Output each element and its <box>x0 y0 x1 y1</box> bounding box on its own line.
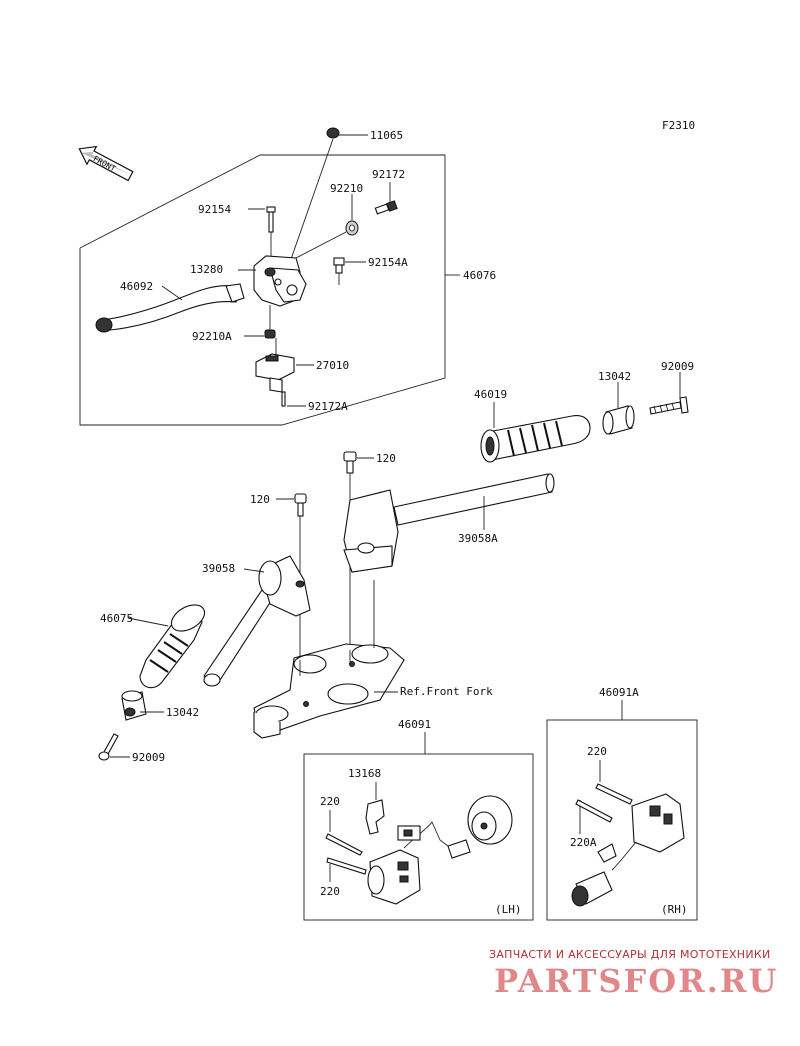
label-46091A: 46091A <box>599 686 639 699</box>
clutch-lever-46092 <box>95 283 245 333</box>
lh-switch-housing <box>367 795 513 905</box>
label-92172A: 92172A <box>308 400 348 413</box>
clutch-lever-group: 11065 92172 92210 92154 92154A <box>79 127 496 426</box>
screw-92172a <box>281 391 286 407</box>
label-13280: 13280 <box>190 263 223 276</box>
bar-end-weight-13042-right <box>602 405 635 435</box>
nut-92210a <box>264 329 276 339</box>
screw-220-b <box>326 857 367 875</box>
label-46092: 46092 <box>120 280 153 293</box>
label-ref-front-fork: Ref.Front Fork <box>400 685 493 698</box>
label-46091: 46091 <box>398 718 431 731</box>
cap-11065 <box>326 127 340 139</box>
bolt-120-left <box>294 493 307 517</box>
assembly-box-46076 <box>79 154 446 426</box>
label-13042-right: 13042 <box>598 370 631 383</box>
rh-switch-housing <box>571 793 685 907</box>
bracket-13168 <box>365 799 385 835</box>
label-11065: 11065 <box>370 129 403 142</box>
lever-holder-13280 <box>253 255 307 307</box>
label-46019: 46019 <box>474 388 507 401</box>
label-220-a: 220 <box>320 795 340 808</box>
label-92154A: 92154A <box>368 256 408 269</box>
screw-92009-right <box>649 396 689 415</box>
left-grip-46075 <box>139 604 206 689</box>
figure-code: F2310 <box>662 119 695 132</box>
label-220-b: 220 <box>320 885 340 898</box>
bolt-120-top <box>343 451 357 474</box>
label-120-left: 120 <box>250 493 270 506</box>
label-13042-left: 13042 <box>166 706 199 719</box>
pin-92154 <box>266 206 276 233</box>
label-46076: 46076 <box>463 269 496 282</box>
watermark-tagline: ЗАПЧАСТИ И АКСЕССУАРЫ ДЛЯ МОТОТЕХНИКИ <box>489 948 771 961</box>
bolt-92154a <box>333 257 345 274</box>
rh-tag: (RH) <box>661 903 688 916</box>
bolt-92172 <box>374 200 398 215</box>
watermark-brand: PARTSFOR.RU <box>494 962 778 1000</box>
front-arrow-icon: FRONT <box>78 145 134 182</box>
label-92009-right: 92009 <box>661 360 694 373</box>
screw-220-a <box>325 833 363 856</box>
label-92172: 92172 <box>372 168 405 181</box>
label-92009-left: 92009 <box>132 751 165 764</box>
lh-tag: (LH) <box>495 903 522 916</box>
label-46075: 46075 <box>100 612 133 625</box>
lh-switch-group: 46091 13168 220 220 (LH) <box>303 718 534 921</box>
handlebar-39058a-right <box>343 473 555 573</box>
clutch-switch-27010 <box>255 353 295 393</box>
screw-220-c <box>595 783 633 805</box>
upper-triple-clamp <box>253 643 405 739</box>
right-grip-group: 46019 13042 92009 <box>474 360 694 463</box>
label-220A: 220A <box>570 836 597 849</box>
rh-switch-group: 46091A 220 220A (RH) <box>546 686 698 921</box>
label-92210A: 92210A <box>192 330 232 343</box>
watermark: ЗАПЧАСТИ И АКСЕССУАРЫ ДЛЯ МОТОТЕХНИКИ PA… <box>489 948 778 1000</box>
handlebar-39058-left <box>203 555 311 687</box>
handlebar-group: 120 39058A 120 39058 <box>202 451 555 739</box>
throttle-grip-46019 <box>480 415 591 463</box>
label-92154: 92154 <box>198 203 231 216</box>
label-39058A: 39058A <box>458 532 498 545</box>
screw-220a <box>575 799 613 823</box>
label-27010: 27010 <box>316 359 349 372</box>
label-220-c: 220 <box>587 745 607 758</box>
label-120-top: 120 <box>376 452 396 465</box>
label-39058: 39058 <box>202 562 235 575</box>
bar-end-weight-13042-left <box>121 690 147 721</box>
lh-box <box>303 753 534 921</box>
label-92210: 92210 <box>330 182 363 195</box>
left-grip-group: 46075 13042 92009 <box>98 604 206 764</box>
label-13168: 13168 <box>348 767 381 780</box>
screw-92009-left <box>98 733 119 761</box>
